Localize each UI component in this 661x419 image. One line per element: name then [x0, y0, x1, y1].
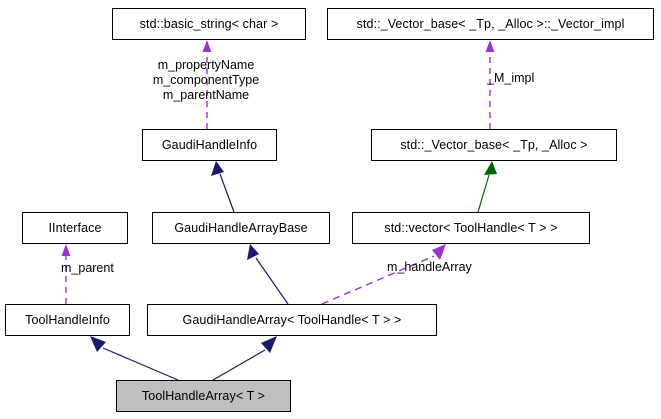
class-node-tool-handle-info[interactable]: ToolHandleInfo [5, 304, 130, 336]
class-node-tool-handle-array[interactable]: ToolHandleArray< T > [116, 380, 291, 412]
class-node-gaudi-handle-info[interactable]: GaudiHandleInfo [142, 129, 277, 161]
edge-label-vector-impl-member: _M_impl [487, 71, 534, 86]
edge-gaudiHandleInfo-uses-basicString [202, 40, 212, 129]
edge-arrowhead [432, 244, 446, 260]
class-node-label: GaudiHandleInfo [161, 137, 258, 152]
edge-label-line: m_componentType [152, 72, 260, 87]
edge-arrowhead [247, 244, 259, 260]
edge-label-vector-member: m_handleArray [387, 260, 472, 275]
edge-arrowhead [261, 336, 277, 353]
edge-gaudiHandleArray-uses-stdVector [321, 244, 446, 305]
edge-label-line: m_parentName [162, 87, 250, 102]
edge-arrowhead [90, 336, 106, 352]
edge-line [212, 349, 266, 381]
class-node-label: IInterface [48, 220, 102, 235]
edge-line [321, 255, 435, 305]
edge-arrowhead [61, 244, 71, 256]
edge-gaudiHandleArray-inherits-gaudiHandleArrayBase [247, 244, 289, 305]
class-node-label: std::basic_string< char > [139, 16, 279, 31]
class-node-gaudi-handle-array-base[interactable]: GaudiHandleArrayBase [152, 212, 330, 244]
edge-arrowhead [202, 40, 212, 52]
class-node-std-vector-base[interactable]: std::_Vector_base< _Tp, _Alloc > [371, 129, 617, 161]
class-node-label: GaudiHandleArray< ToolHandle< T > > [182, 312, 402, 327]
edge-label-line: m_parent [61, 261, 114, 275]
edge-label-line: m_handleArray [387, 260, 472, 274]
class-node-label: std::_Vector_base< _Tp, _Alloc >::_Vecto… [356, 16, 625, 31]
class-node-label: ToolHandleArray< T > [141, 388, 266, 403]
edge-label-line: m_propertyName [157, 58, 255, 72]
class-node-std-basic-string[interactable]: std::basic_string< char > [112, 8, 306, 40]
edge-line [219, 173, 235, 213]
edge-label-iinterface-member: m_parent [61, 261, 114, 276]
class-node-gaudi-handle-array-toolhandle[interactable]: GaudiHandleArray< ToolHandle< T > > [147, 304, 437, 336]
class-node-label: ToolHandleInfo [25, 312, 110, 327]
edge-arrowhead [485, 40, 495, 52]
edge-line [477, 174, 490, 213]
edge-vectorBase-uses-vectorImpl [485, 40, 495, 129]
edge-toolHandleInfo-uses-iinterface [61, 244, 71, 304]
edge-gaudiHandleArrayBase-inherits-gaudiHandleInfo [211, 161, 235, 213]
class-node-std-vector-base-vector-impl[interactable]: std::_Vector_base< _Tp, _Alloc >::_Vecto… [327, 8, 654, 40]
edge-arrowhead [211, 161, 224, 176]
class-node-label: std::vector< ToolHandle< T > > [384, 220, 558, 235]
edge-toolHandleArray-inherits-gaudiHandleArray [212, 336, 277, 381]
class-node-label: GaudiHandleArrayBase [174, 220, 308, 235]
edge-line [102, 347, 179, 381]
class-node-iinterface[interactable]: IInterface [22, 212, 128, 244]
edge-arrowhead [484, 161, 497, 175]
edge-line [255, 257, 289, 305]
edge-label-line: _M_impl [487, 71, 535, 85]
class-node-std-vector-toolhandle[interactable]: std::vector< ToolHandle< T > > [352, 212, 590, 244]
edge-toolHandleArray-inherits-toolHandleInfo [90, 336, 179, 381]
edge-stdVector-instantiates-vectorBase [477, 161, 497, 213]
class-node-label: std::_Vector_base< _Tp, _Alloc > [400, 137, 588, 152]
